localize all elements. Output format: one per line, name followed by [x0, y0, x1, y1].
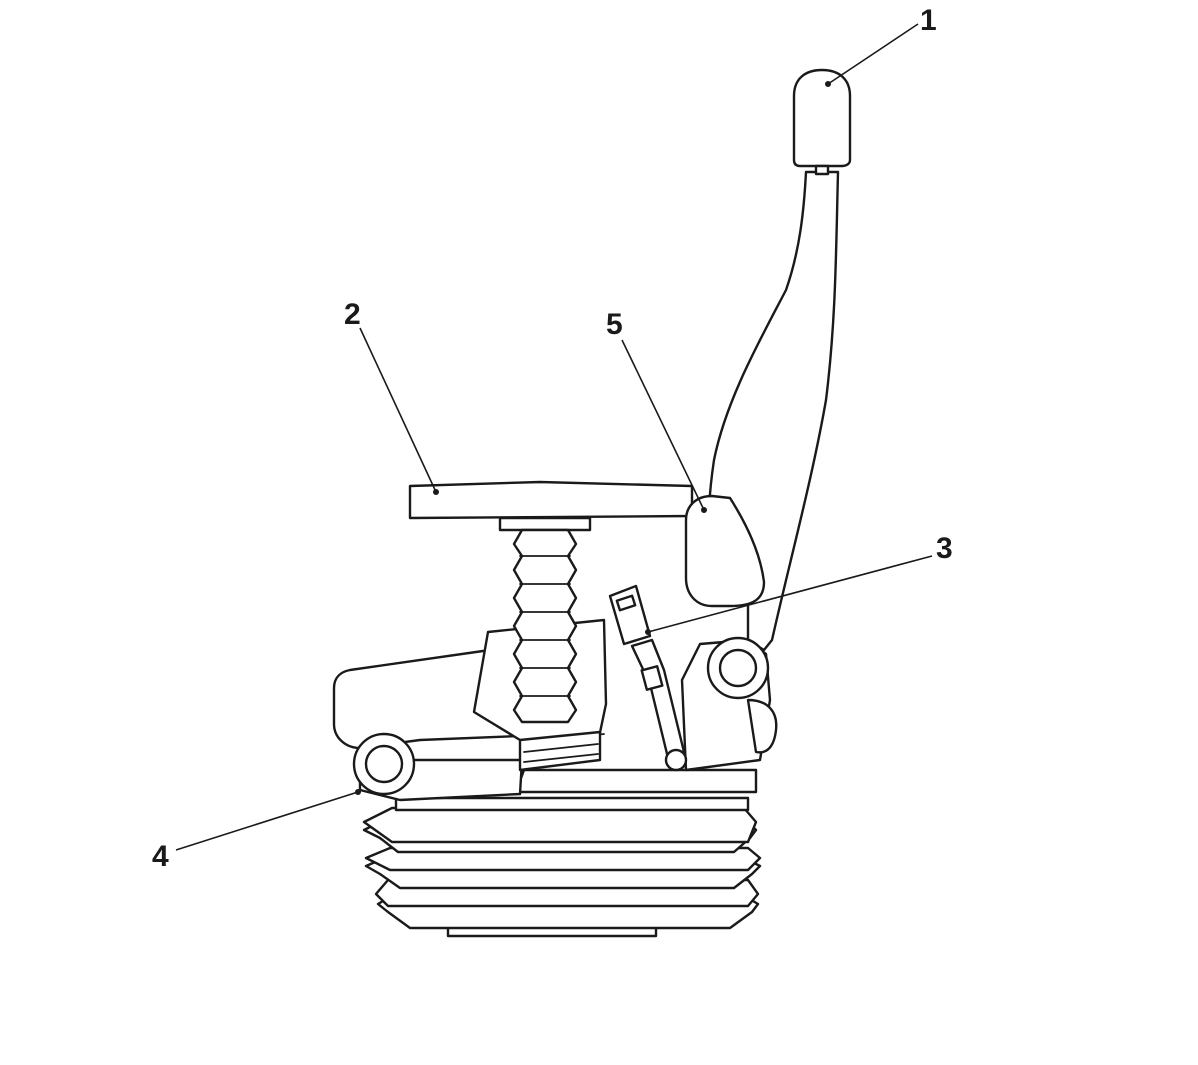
leader-lines	[175, 23, 933, 851]
leader-2	[359, 327, 437, 493]
callout-3: 3	[936, 532, 953, 565]
seat-cushion	[408, 480, 694, 520]
leader-3	[647, 555, 933, 633]
leader-4	[175, 791, 359, 851]
leader-1	[827, 23, 919, 85]
headrest	[792, 68, 852, 176]
callout-labels: 1 2 3 4 5	[152, 4, 953, 873]
front-pivot	[352, 732, 416, 796]
callout-1: 1	[920, 4, 937, 37]
callout-2: 2	[344, 298, 361, 331]
lumbar-support	[684, 494, 766, 608]
seat-belt-buckle	[608, 584, 688, 772]
callout-4: 4	[152, 840, 169, 873]
callout-5: 5	[606, 308, 623, 341]
suspension-bellows	[362, 796, 762, 938]
leader-5	[621, 339, 705, 511]
rear-pivot	[706, 636, 770, 700]
